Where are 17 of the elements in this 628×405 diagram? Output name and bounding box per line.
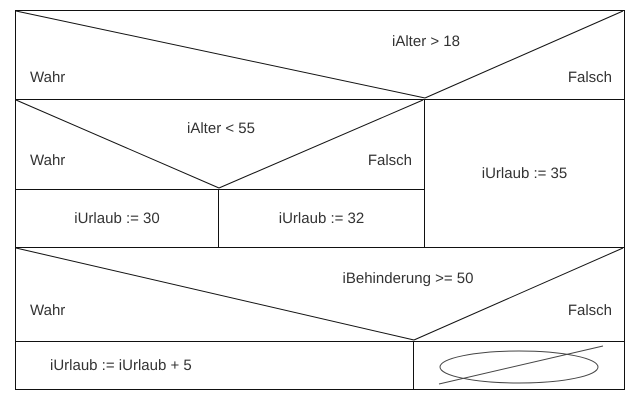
condition-text: iAlter > 18 bbox=[392, 33, 460, 51]
branch-label: Wahr bbox=[30, 69, 66, 87]
statement-text: iUrlaub := 32 bbox=[278, 210, 364, 227]
branch-label: Wahr bbox=[30, 302, 66, 320]
branch-label: Wahr bbox=[30, 152, 66, 170]
statement-text: iUrlaub := 30 bbox=[74, 210, 160, 227]
branch-label: Falsch bbox=[568, 69, 612, 87]
statement-text: iUrlaub := 35 bbox=[482, 165, 568, 182]
decision-block bbox=[15, 247, 625, 342]
branch-label: Falsch bbox=[568, 302, 612, 320]
condition-text: iBehinderung >= 50 bbox=[342, 270, 474, 288]
statement-block bbox=[15, 341, 414, 390]
statement-text: iUrlaub := iUrlaub + 5 bbox=[50, 357, 192, 374]
decision-block bbox=[15, 99, 425, 190]
decision-block bbox=[15, 10, 625, 100]
condition-text: iAlter < 55 bbox=[187, 120, 255, 138]
branch-label: Falsch bbox=[368, 152, 412, 170]
